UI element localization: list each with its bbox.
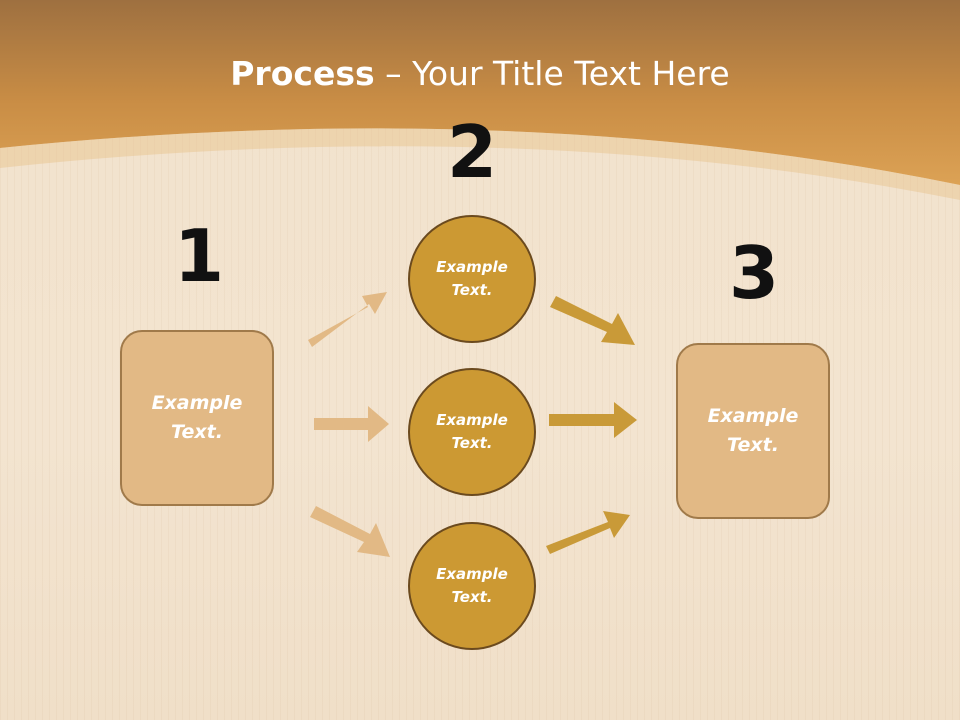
- arrow-2a-to-3: [550, 296, 635, 345]
- step-2-circle-top: Example Text.: [408, 215, 536, 343]
- step-2-circle-top-text: Example Text.: [436, 258, 508, 299]
- step-1-box: Example Text.: [120, 330, 274, 506]
- step-2-circle-middle-text: Example Text.: [436, 411, 508, 452]
- arrow-2c-to-3: [546, 511, 630, 554]
- step-3-number: 3: [728, 231, 780, 315]
- step-2-circle-bottom: Example Text.: [408, 522, 536, 650]
- arrow-1-to-2a: [308, 292, 387, 347]
- arrow-1-to-2b: [314, 406, 389, 442]
- header-wave-shadow: [0, 128, 960, 200]
- arrow-2b-to-3: [549, 402, 637, 438]
- step-2-number: 2: [446, 110, 498, 194]
- title-rest: – Your Title Text Here: [374, 54, 730, 93]
- header-wave: [0, 0, 960, 185]
- arrow-1-to-2c: [310, 506, 390, 557]
- step-1-text: Example Text.: [151, 392, 243, 443]
- title-bold: Process: [230, 54, 375, 93]
- step-2-circle-middle: Example Text.: [408, 368, 536, 496]
- step-1-number: 1: [173, 214, 225, 298]
- step-3-box: Example Text.: [676, 343, 830, 519]
- step-2-circle-bottom-text: Example Text.: [436, 565, 508, 606]
- step-3-text: Example Text.: [707, 405, 799, 456]
- slide-title: Process – Your Title Text Here: [0, 52, 960, 96]
